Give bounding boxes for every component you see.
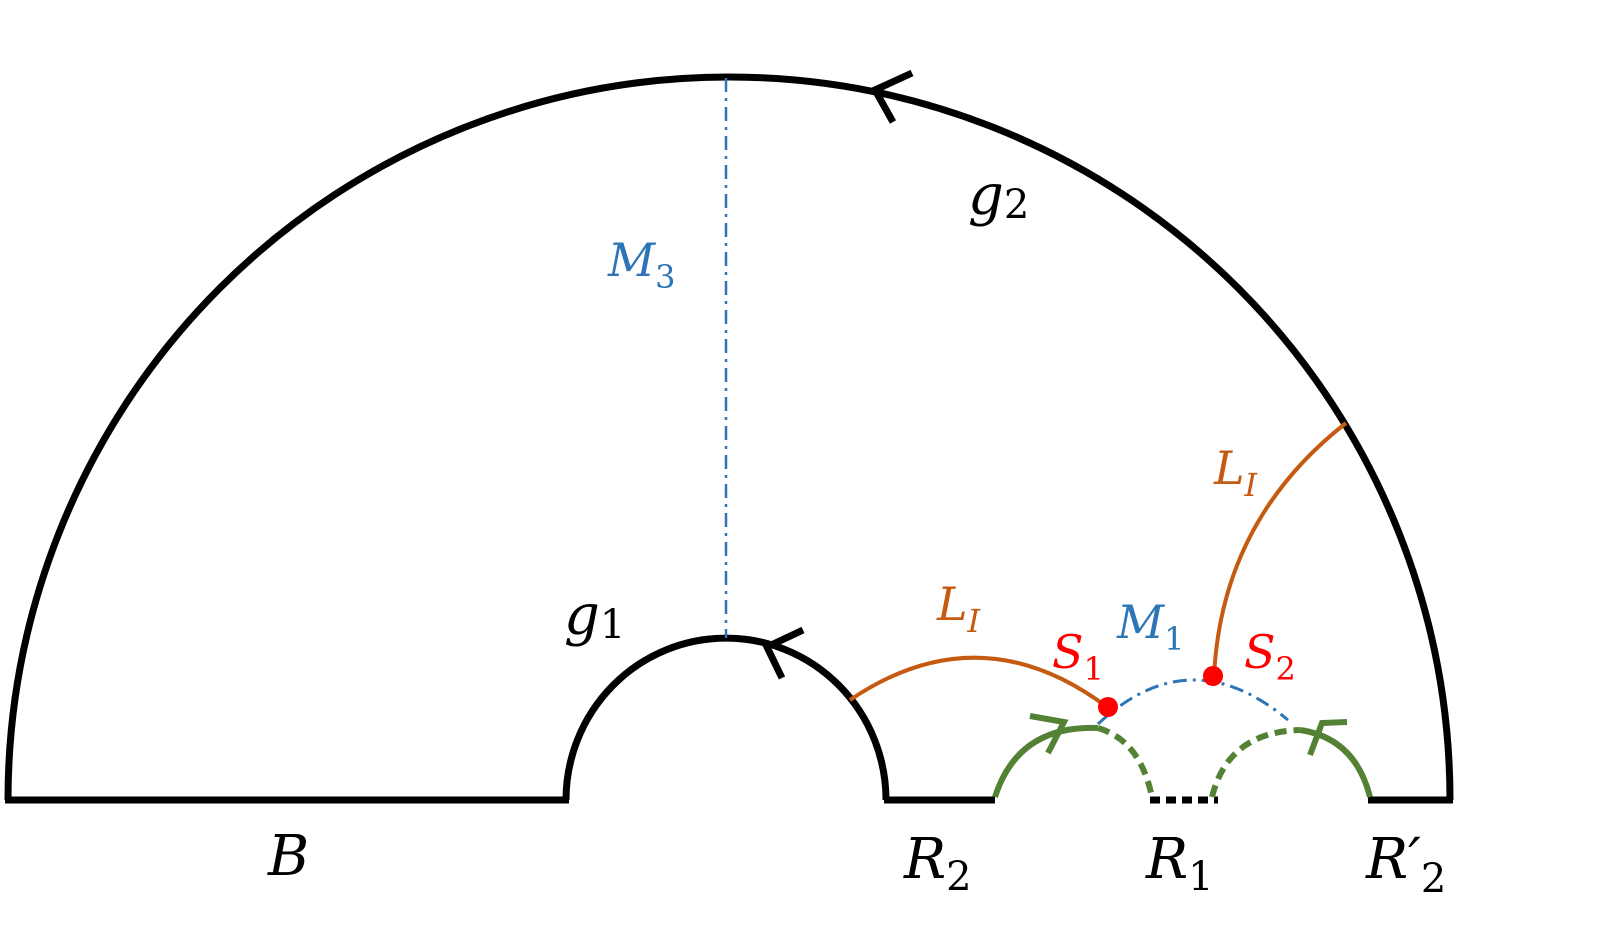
label-S2: S2: [1244, 625, 1296, 688]
point-S1: [1098, 697, 1118, 717]
geodesic-L-outer: [1212, 421, 1348, 677]
label-g1: g1: [564, 583, 625, 648]
green-arc-right-dashed: [1209, 727, 1301, 798]
green-arrow-left: [1029, 713, 1069, 755]
label-R2: R2: [903, 827, 972, 900]
label-R2-prime: R′2: [1365, 827, 1446, 902]
label-L-inner: LI: [936, 577, 982, 640]
outer-boundary-arc: [4, 73, 1454, 801]
green-arrow-right: [1307, 719, 1348, 757]
green-arc-left-dashed: [1097, 725, 1155, 798]
green-arc-left-solid: [992, 724, 1099, 798]
label-R1: R1: [1145, 827, 1214, 900]
inner-boundary-arc: [562, 634, 890, 801]
label-g2: g2: [968, 163, 1029, 228]
point-S2: [1203, 666, 1223, 686]
arrow-outer-arc: [870, 69, 914, 124]
label-L-outer: LI: [1213, 441, 1259, 504]
label-B: B: [267, 824, 309, 889]
label-M3: M3: [607, 233, 675, 296]
minimal-surface-M1: [1096, 678, 1289, 726]
label-S1: S1: [1052, 625, 1104, 688]
green-arc-right-solid: [1299, 727, 1373, 798]
geodesic-L-inner: [848, 655, 1109, 709]
label-M1: M1: [1116, 595, 1184, 658]
arrow-inner-arc: [762, 626, 805, 680]
